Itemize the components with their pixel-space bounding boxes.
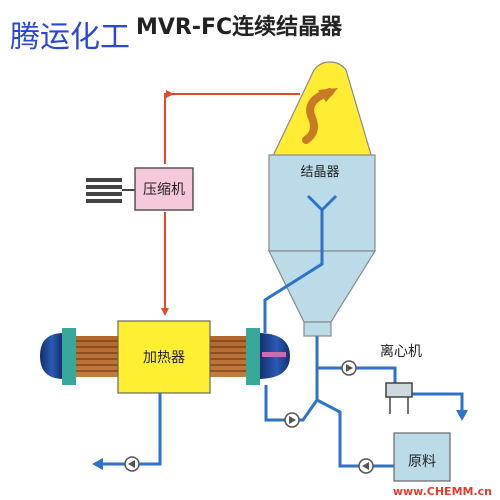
pipe-to-centrifuge (317, 366, 397, 385)
compressor-shaft-3 (86, 192, 122, 196)
heater-shell (117, 320, 211, 394)
centrifuge-outlet-arrow-icon (456, 410, 468, 421)
feed-pipe-to-crystallizer (263, 194, 324, 333)
compressor-label: 压缩机 (143, 182, 185, 198)
pump-raw-material (358, 458, 374, 474)
heater-partition (262, 352, 286, 357)
steam-pipe-upper (164, 93, 300, 164)
swirl-arrow-head-icon (318, 88, 338, 102)
raw-material-label: 原料 (408, 454, 436, 470)
crystallizer-vessel: 结晶器 (268, 61, 377, 337)
compressor-box (134, 167, 194, 211)
heater: 加热器 (40, 320, 290, 394)
centrifuge-outlet-pipe (412, 392, 464, 413)
vessel-outlet-neck (303, 321, 332, 337)
raw-material-tank: 原料 (393, 432, 451, 482)
recirculation-pipe (264, 336, 319, 422)
centrifuge-label: 离心机 (380, 343, 422, 360)
pump-arrow-icon (362, 462, 369, 470)
centrifuge: 离心机 (380, 343, 422, 414)
heater-tube-bundle-right (210, 336, 246, 377)
centrifuge-body (385, 382, 413, 398)
process-pipes (100, 194, 464, 468)
feed-pipe-branch (320, 194, 338, 212)
raw-material-tank-body (393, 432, 451, 482)
pump-drain (124, 456, 140, 472)
pump-centrifuge-feed (341, 360, 357, 376)
heater-tube-bundle-left (76, 336, 118, 377)
heater-tubes (76, 340, 246, 372)
compressor-shaft-2 (86, 185, 122, 189)
steam-arrow-icon (166, 90, 174, 98)
pump-arrow-icon (128, 460, 135, 468)
heater-left-flange (62, 328, 76, 385)
heater-label: 加热器 (143, 350, 185, 366)
compressor-shaft-4 (86, 199, 122, 203)
heater-drain-pipe (100, 393, 162, 466)
vessel-top-section (271, 61, 373, 159)
pump-arrow-icon (289, 416, 296, 424)
page-title: MVR-FC连续结晶器 (136, 14, 343, 40)
raw-material-feed-pipe (316, 398, 400, 468)
pump-recirculation (284, 412, 300, 428)
heater-left-head (40, 333, 62, 379)
crystallizer-label: 结晶器 (300, 165, 339, 180)
steam-line (161, 90, 300, 316)
swirl-arrow-icon (302, 88, 334, 144)
pump-arrow-icon (346, 364, 353, 372)
footer-watermark: www.CHEMM.cn (393, 485, 492, 498)
heater-right-flange (246, 328, 260, 385)
brand-watermark: 腾运化工 (10, 20, 130, 55)
compressor-shaft-1 (86, 178, 122, 182)
drain-arrow-icon (92, 458, 103, 470)
compressor: 压缩机 (86, 167, 194, 211)
